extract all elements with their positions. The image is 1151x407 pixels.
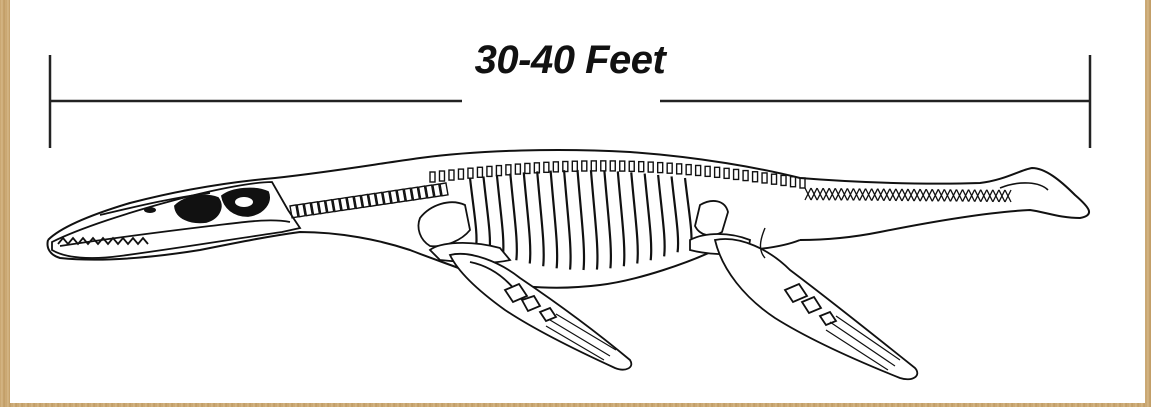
tail-vertebra: [835, 188, 841, 200]
rib: [658, 175, 665, 256]
back-vertebra: [705, 166, 710, 176]
rib: [685, 178, 692, 248]
rib: [578, 170, 585, 270]
tail-vertebra: [841, 188, 847, 200]
skull: [52, 182, 300, 258]
tail-vertebra: [987, 190, 993, 202]
back-vertebra: [430, 172, 435, 182]
rib: [510, 174, 517, 261]
back-vertebra: [629, 161, 634, 171]
tail-vertebra: [805, 188, 811, 200]
back-vertebra: [743, 171, 748, 181]
tail-vertebra: [944, 189, 950, 201]
tail-vertebra: [817, 188, 823, 200]
tail-vertebra: [890, 189, 896, 201]
back-vertebra: [781, 175, 786, 185]
rib: [604, 171, 611, 269]
back-vertebra: [553, 162, 558, 172]
back-vertebra: [753, 172, 758, 182]
tail-vertebra: [1005, 190, 1011, 202]
tail-vertebra: [878, 189, 884, 201]
rear-flipper: [715, 228, 917, 379]
tail-vertebra: [853, 188, 859, 200]
back-vertebra: [686, 165, 691, 175]
back-vertebra: [667, 163, 672, 173]
back-vertebra: [477, 167, 482, 177]
rib: [645, 174, 652, 261]
back-vertebra: [525, 163, 530, 173]
back-vertebra: [734, 169, 739, 179]
tail-vertebra: [950, 189, 956, 201]
neck-vertebra: [440, 183, 448, 196]
rib: [591, 170, 598, 269]
tail-vertebra: [908, 189, 914, 201]
tail-vertebra: [975, 190, 981, 202]
back-vertebra: [496, 166, 501, 176]
back-vertebra: [544, 162, 549, 172]
back-vertebra: [791, 177, 796, 187]
back-vertebra: [601, 161, 606, 171]
tail-vertebrae: [805, 188, 1011, 202]
tail-vertebra: [902, 189, 908, 201]
back-vertebra: [724, 168, 729, 178]
back-vertebra: [563, 162, 568, 172]
back-vertebra: [800, 178, 805, 188]
back-vertebra: [762, 173, 767, 183]
tail-vertebra: [829, 188, 835, 200]
tail-vertebra: [866, 189, 872, 201]
tail-vertebra: [884, 189, 890, 201]
front-flipper: [450, 254, 631, 370]
back-vertebra: [677, 164, 682, 174]
back-vertebra: [439, 171, 444, 181]
tail-vertebra: [896, 189, 902, 201]
tail-vertebra: [957, 190, 963, 202]
tail-vertebra: [811, 188, 817, 200]
rib: [537, 171, 544, 266]
back-vertebra: [468, 168, 473, 178]
rib: [551, 171, 558, 269]
back-vertebra: [582, 161, 587, 171]
tail-vertebra: [932, 189, 938, 201]
rib: [497, 175, 504, 256]
back-vertebra: [715, 167, 720, 177]
back-vertebra: [458, 169, 463, 179]
back-vertebra: [696, 165, 701, 175]
rib: [631, 172, 638, 263]
tail-vertebra: [999, 190, 1005, 202]
tail-vertebra: [847, 188, 853, 200]
scale-label: 30-40 Feet: [440, 38, 700, 83]
back-vertebra: [572, 161, 577, 171]
tail-vertebra: [963, 190, 969, 202]
tail-vertebra: [920, 189, 926, 201]
back-vertebra: [591, 161, 596, 171]
tail-vertebra: [938, 189, 944, 201]
tail-vertebra: [872, 189, 878, 201]
tail-vertebra: [926, 189, 932, 201]
tail-fin: [1000, 183, 1048, 190]
back-vertebra: [515, 164, 520, 174]
back-vertebra: [506, 165, 511, 175]
rib: [470, 178, 477, 248]
back-vertebra: [610, 161, 615, 171]
tail-vertebra: [981, 190, 987, 202]
back-vertebra: [487, 166, 492, 176]
rib: [672, 176, 679, 252]
rib: [483, 176, 490, 252]
rib: [618, 171, 625, 266]
back-vertebra: [639, 162, 644, 172]
tail-vertebra: [914, 189, 920, 201]
back-vertebra: [449, 170, 454, 180]
tail-vertebra: [823, 188, 829, 200]
rib: [524, 172, 531, 263]
tail-vertebra: [860, 189, 866, 201]
tail-vertebra: [993, 190, 999, 202]
back-vertebra: [648, 162, 653, 172]
tail-vertebra: [969, 190, 975, 202]
back-vertebra: [620, 161, 625, 171]
rib: [564, 170, 571, 269]
back-vertebra: [534, 163, 539, 173]
back-vertebra: [658, 163, 663, 173]
back-vertebra: [772, 174, 777, 184]
